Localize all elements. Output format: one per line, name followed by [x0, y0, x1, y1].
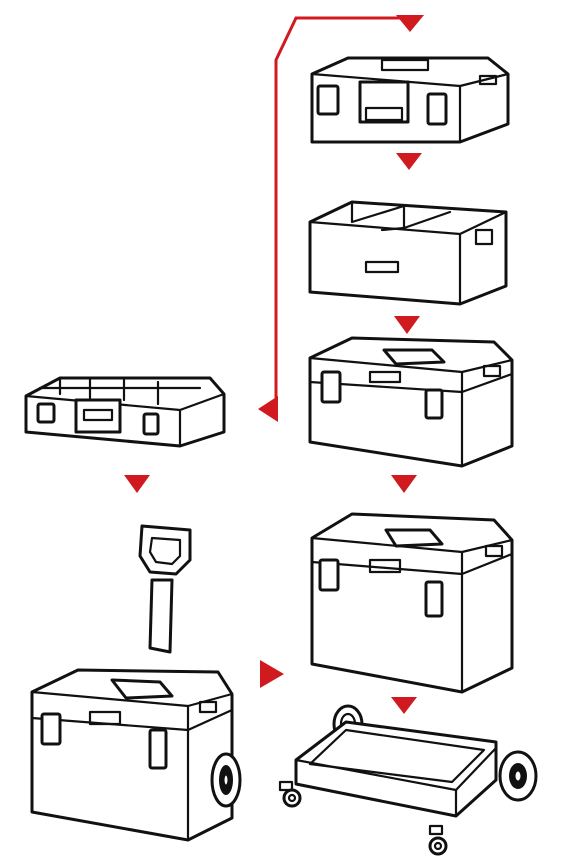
arrow-down-icon — [394, 316, 420, 334]
arrow-right-icon — [260, 660, 284, 688]
arrow-down-icon — [391, 475, 417, 493]
arrow-down-icon — [396, 153, 422, 170]
wheeled-dolly — [278, 704, 538, 856]
connector-line — [274, 16, 404, 400]
mobile-toolbox-with-handle — [30, 524, 242, 842]
tray-insert — [308, 200, 508, 306]
toolbox-medium — [308, 336, 514, 468]
arrow-down-icon — [396, 15, 424, 32]
arrow-down-icon — [391, 697, 417, 714]
organizer-case — [24, 376, 226, 448]
arrow-left-icon — [258, 396, 278, 422]
toolbox-lid-top — [310, 56, 510, 144]
arrow-down-icon — [124, 475, 150, 493]
toolbox-large — [310, 512, 514, 694]
